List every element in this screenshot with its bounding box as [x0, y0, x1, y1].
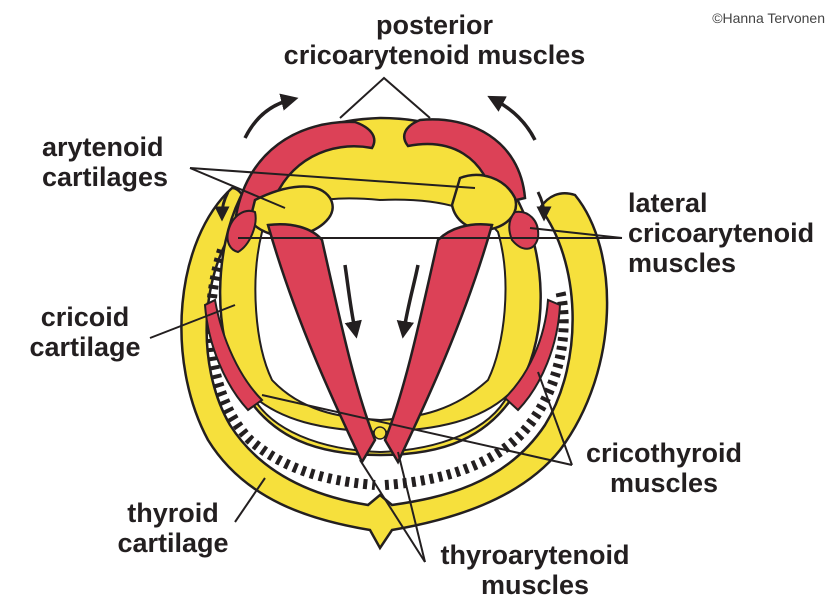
label-line: muscles: [628, 248, 814, 278]
rotation-arrow-left: [245, 100, 290, 138]
label-posterior-cricoarytenoid: posterior cricoarytenoid muscles: [262, 10, 607, 70]
label-line: cricoarytenoid: [628, 218, 814, 248]
label-line: muscles: [425, 570, 645, 600]
label-line: cricoarytenoid muscles: [262, 40, 607, 70]
label-line: cricoid: [20, 302, 150, 332]
anterior-commissure: [374, 427, 386, 439]
label-line: arytenoid: [42, 132, 168, 162]
label-line: posterior: [262, 10, 607, 40]
lateral-cricoarytenoid-muscle-right: [509, 212, 538, 249]
label-line: muscles: [574, 468, 754, 498]
rotation-arrow-right: [495, 100, 535, 140]
label-line: cricothyroid: [574, 438, 754, 468]
label-line: cartilages: [42, 162, 168, 192]
label-line: cartilage: [108, 528, 238, 558]
label-line: thyroid: [108, 498, 238, 528]
label-cricoid-cartilage: cricoid cartilage: [20, 302, 150, 362]
label-lateral-cricoarytenoid: lateral cricoarytenoid muscles: [628, 188, 814, 278]
label-line: thyroarytenoid: [425, 540, 645, 570]
label-thyroid-cartilage: thyroid cartilage: [108, 498, 238, 558]
label-thyroarytenoid: thyroarytenoid muscles: [425, 540, 645, 600]
label-line: lateral: [628, 188, 814, 218]
label-line: cartilage: [20, 332, 150, 362]
label-cricothyroid: cricothyroid muscles: [574, 438, 754, 498]
leader-posterior-ca: [340, 78, 430, 118]
copyright-text: ©Hanna Tervonen: [712, 10, 825, 26]
label-arytenoid-cartilages: arytenoid cartilages: [42, 132, 168, 192]
